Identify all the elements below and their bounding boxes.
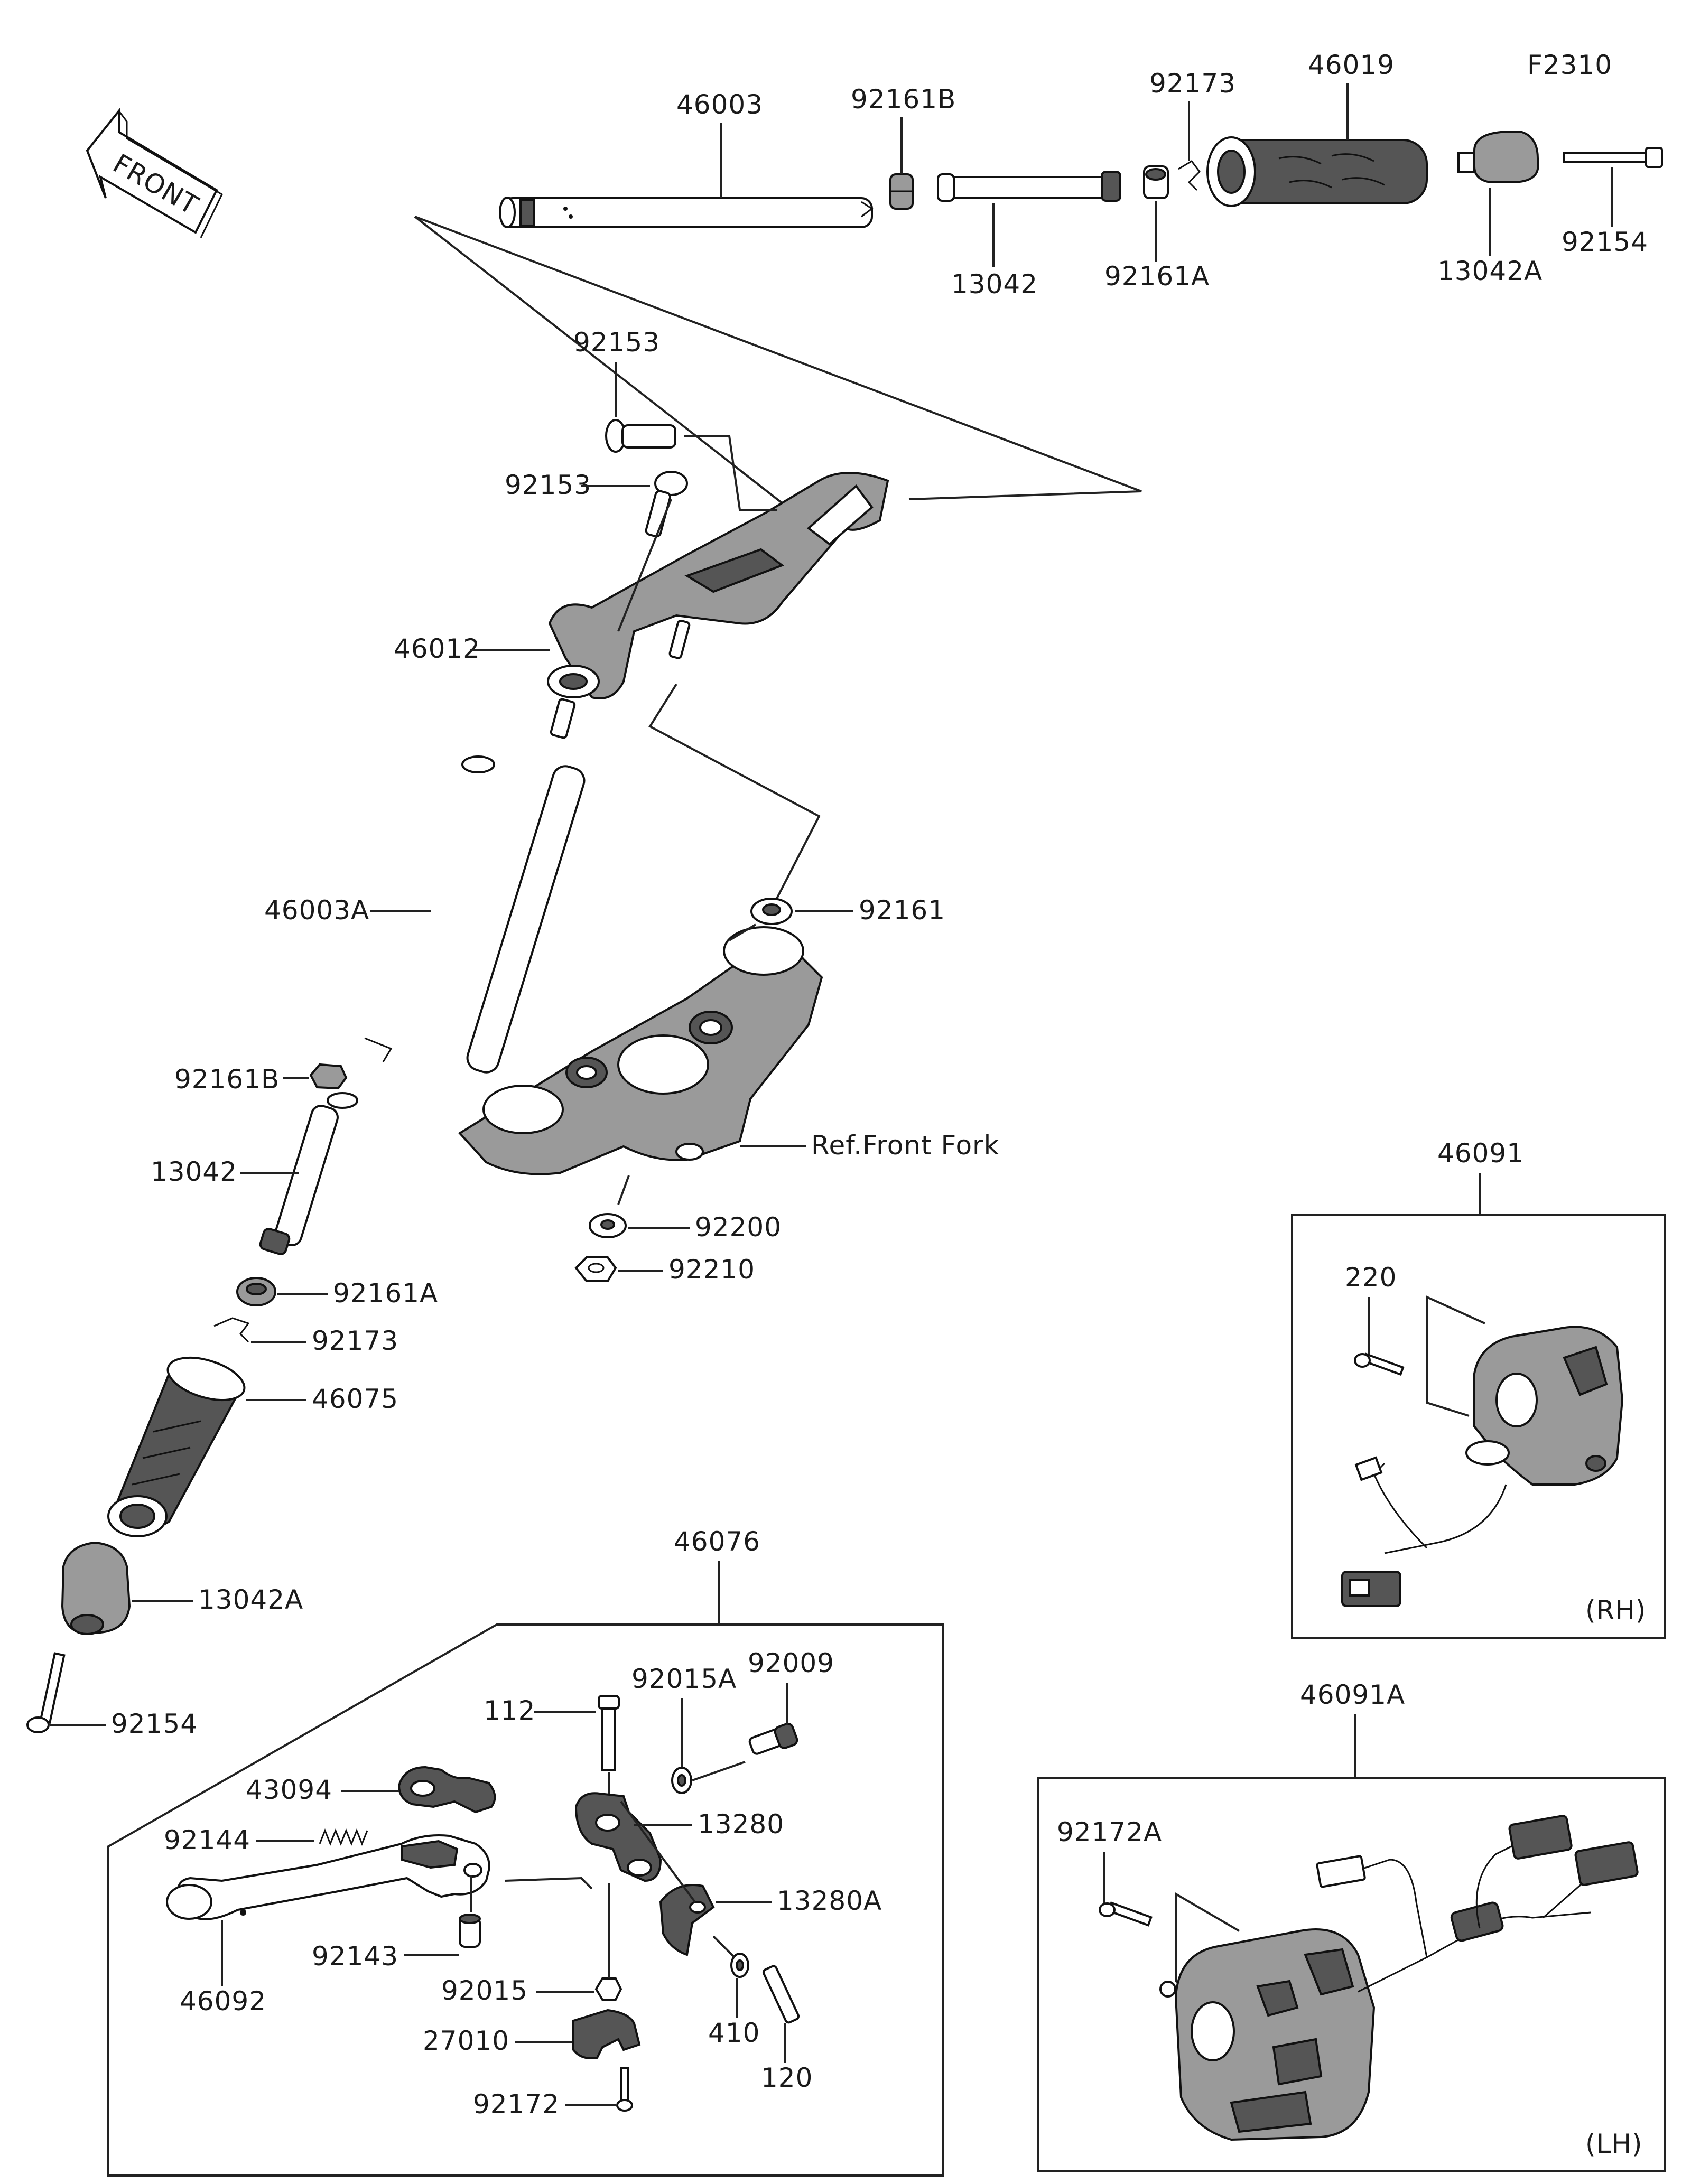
handlebar-pipe-46003A [364, 755, 586, 1074]
balancer-13042-top [937, 171, 1121, 202]
bolt-92153-a [605, 419, 676, 453]
lever-assy-box [107, 1623, 944, 2177]
label-92173-left: 92173 [312, 1326, 398, 1356]
label-46019: 46019 [1308, 50, 1395, 80]
label-46091A: 46091A [1300, 1679, 1405, 1710]
clip-92173-top [1178, 160, 1201, 191]
upper-bracket-ref-front-fork [458, 926, 823, 1175]
label-13042A-left: 13042A [198, 1584, 303, 1615]
lh-switch-housing [1159, 1928, 1376, 2141]
switch-27010 [572, 2009, 641, 2059]
screw-92172 [616, 2067, 633, 2112]
front-direction-arrow-icon: FRONT [86, 108, 223, 238]
washer-92161 [750, 898, 793, 925]
collar-92161A-left [236, 1277, 276, 1306]
label-92143: 92143 [312, 1941, 398, 1972]
lh-wire-harness [1316, 1815, 1639, 1993]
washer-92015A [671, 1767, 692, 1794]
label-92172A: 92172A [1057, 1817, 1162, 1847]
nut-92161B-left [309, 1063, 348, 1090]
label-92154-left: 92154 [111, 1709, 198, 1739]
label-13042-top: 13042 [951, 269, 1038, 300]
label-46003A: 46003A [264, 895, 369, 926]
label-92173-top: 92173 [1149, 68, 1236, 99]
label-13042A-top: 13042A [1437, 256, 1543, 286]
screw-220 [1354, 1352, 1405, 1376]
spring-92144 [319, 1828, 368, 1846]
washer-92200 [589, 1213, 627, 1238]
label-92161: 92161 [859, 895, 945, 926]
handlebar-holder-46012 [547, 472, 889, 739]
label-92015A: 92015A [631, 1664, 737, 1694]
label-92161A-left: 92161A [333, 1278, 438, 1309]
collar-92143 [459, 1914, 481, 1948]
balancer-13042-left [259, 1092, 358, 1255]
label-ref-front-fork: Ref.Front Fork [811, 1130, 1000, 1161]
handlebar-pipe-46003 [499, 197, 874, 228]
label-13280A: 13280A [777, 1886, 882, 1916]
screw-92009 [748, 1722, 798, 1755]
nut-92161B-top [889, 173, 914, 210]
rh-wire-harness [1341, 1456, 1507, 1607]
label-92161B-top: 92161B [851, 84, 956, 115]
screw-92172A [1099, 1901, 1153, 1927]
lever-holder-13280 [574, 1792, 662, 1882]
label-13280: 13280 [698, 1809, 784, 1840]
label-46091: 46091 [1437, 1138, 1524, 1169]
lever-46092 [166, 1834, 490, 1920]
label-92144: 92144 [164, 1825, 250, 1855]
clamp-13280A [659, 1884, 715, 1956]
grip-46019 [1206, 136, 1428, 207]
bolt-92154-left [26, 1652, 66, 1733]
label-46076: 46076 [674, 1526, 760, 1557]
end-weight-13042A-left [61, 1541, 131, 1635]
rh-switch-housing [1465, 1326, 1624, 1486]
bracket-43094 [397, 1766, 496, 1814]
lh-label: (LH) [1585, 2129, 1642, 2159]
label-46092: 46092 [180, 1986, 266, 2017]
label-27010: 27010 [423, 2026, 509, 2056]
nut-92015 [594, 1977, 622, 2001]
rh-label: (RH) [1585, 1595, 1646, 1626]
label-46012: 46012 [394, 633, 480, 664]
label-112: 112 [484, 1695, 535, 1726]
washer-410 [730, 1953, 749, 1978]
label-92153-a: 92153 [573, 327, 660, 358]
bolt-92154-top [1563, 147, 1663, 168]
nut-92210 [574, 1256, 617, 1282]
figure-code: F2310 [1527, 50, 1612, 80]
grip-46075 [107, 1356, 246, 1537]
screw-120 [762, 1965, 800, 2024]
label-92154-top: 92154 [1562, 227, 1648, 257]
label-92015: 92015 [441, 1975, 528, 2006]
collar-92161A-top [1143, 165, 1169, 199]
label-410: 410 [708, 2018, 760, 2048]
label-92161A-top: 92161A [1104, 261, 1210, 292]
label-92009: 92009 [748, 1648, 834, 1678]
rh-switch-box [1291, 1214, 1666, 1639]
label-46075: 46075 [312, 1384, 398, 1414]
label-13042-left: 13042 [151, 1156, 237, 1187]
label-120: 120 [761, 2062, 813, 2093]
clip-92173-left [213, 1317, 250, 1343]
lh-switch-box [1037, 1777, 1666, 2172]
label-220: 220 [1345, 1262, 1397, 1293]
bolt-92153-b [645, 471, 688, 538]
label-92153-b: 92153 [505, 470, 591, 500]
label-92161B-left: 92161B [174, 1064, 280, 1095]
label-92200: 92200 [695, 1212, 782, 1243]
label-43094: 43094 [246, 1775, 332, 1805]
bolt-112 [598, 1695, 620, 1771]
label-92172: 92172 [473, 2089, 560, 2120]
label-46003: 46003 [676, 89, 763, 120]
end-weight-13042A-top [1457, 131, 1539, 183]
label-92210: 92210 [668, 1254, 755, 1285]
